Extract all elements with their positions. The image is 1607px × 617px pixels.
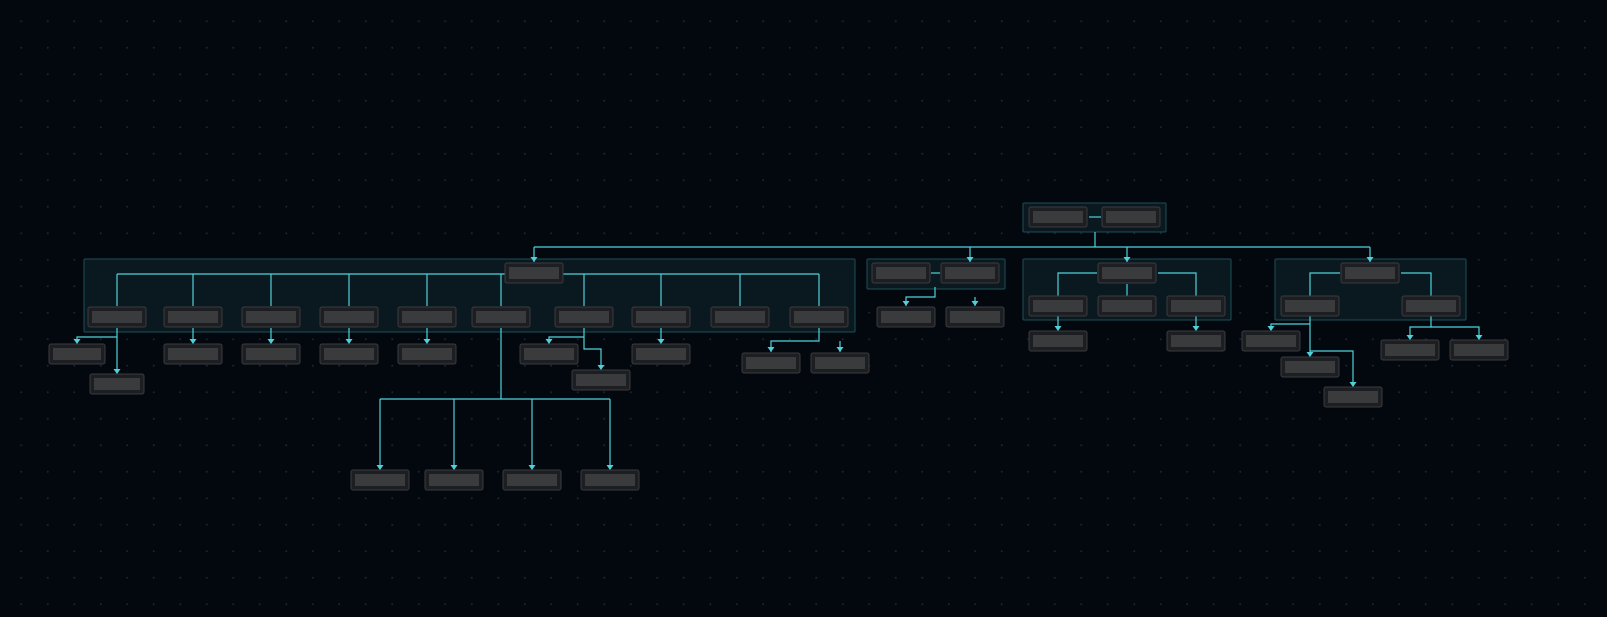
node-body: [576, 374, 626, 386]
arrow-head-icon: [73, 339, 81, 344]
node-body: [168, 311, 218, 323]
arrow-head-icon: [902, 301, 910, 306]
connector-edge: [1158, 272, 1197, 296]
arrow-head-icon: [423, 339, 431, 344]
node-body: [402, 348, 452, 360]
node-body: [324, 348, 374, 360]
node-body: [1033, 300, 1083, 312]
node-body: [402, 311, 452, 323]
node-body: [94, 378, 140, 390]
node-body: [246, 311, 296, 323]
arrow-head-icon: [530, 257, 538, 262]
node-body: [168, 348, 218, 360]
node-body: [636, 348, 686, 360]
connector-edge: [770, 328, 820, 352]
node-body: [324, 311, 374, 323]
node-body: [92, 311, 142, 323]
node-body: [1385, 344, 1435, 356]
arrow-head-icon: [1406, 335, 1414, 340]
arrow-head-icon: [376, 465, 384, 470]
node-body: [1285, 361, 1335, 373]
connector-edge: [76, 336, 117, 344]
arrow-head-icon: [767, 347, 775, 352]
arrow-head-icon: [528, 465, 536, 470]
node-body: [715, 311, 765, 323]
connector-edge: [1310, 350, 1354, 387]
arrow-head-icon: [606, 465, 614, 470]
node-body: [1033, 211, 1083, 223]
node-body: [246, 348, 296, 360]
node-body: [1285, 300, 1335, 312]
connector-edge: [905, 287, 936, 306]
node-body: [53, 348, 101, 360]
node-body: [881, 311, 931, 323]
node-body: [746, 357, 796, 369]
node-body: [1246, 335, 1296, 347]
node-body: [636, 311, 686, 323]
node-body: [355, 474, 405, 486]
node-body: [1328, 391, 1378, 403]
node-body: [1171, 335, 1221, 347]
connector-edge: [1309, 272, 1340, 296]
arrow-head-icon: [189, 339, 197, 344]
connector-edge: [1270, 323, 1310, 331]
node-body: [429, 474, 479, 486]
connector-edge: [1401, 272, 1432, 296]
arrow-head-icon: [545, 339, 553, 344]
node-body: [815, 357, 865, 369]
arrow-head-icon: [1366, 257, 1374, 262]
node-body: [1406, 300, 1456, 312]
connector-edge: [1057, 272, 1097, 296]
arrow-head-icon: [657, 339, 665, 344]
arrow-head-icon: [597, 365, 605, 370]
arrow-head-icon: [345, 339, 353, 344]
node-body: [1102, 300, 1152, 312]
node-body: [509, 267, 559, 279]
node-body: [559, 311, 609, 323]
arrow-head-icon: [450, 465, 458, 470]
arrow-head-icon: [1349, 382, 1357, 387]
arrow-head-icon: [971, 301, 979, 306]
arrow-head-icon: [1054, 326, 1062, 331]
arrow-head-icon: [1306, 352, 1314, 357]
connector-edge: [1431, 326, 1480, 340]
node-body: [507, 474, 557, 486]
node-body: [524, 348, 574, 360]
node-body: [1345, 267, 1395, 279]
arrow-head-icon: [113, 369, 121, 374]
connector-edge: [583, 337, 602, 370]
node-body: [476, 311, 526, 323]
node-body: [1106, 211, 1156, 223]
node-body: [1033, 335, 1083, 347]
connector-edge: [1409, 316, 1432, 340]
arrow-head-icon: [267, 339, 275, 344]
arrow-head-icon: [836, 347, 844, 352]
arrow-head-icon: [966, 257, 974, 262]
node-body: [876, 267, 926, 279]
node-body: [585, 474, 635, 486]
node-body: [950, 311, 1000, 323]
arrow-head-icon: [1267, 326, 1275, 331]
arrow-head-icon: [1192, 326, 1200, 331]
arrow-head-icon: [1475, 335, 1483, 340]
arrow-head-icon: [1123, 257, 1131, 262]
node-body: [1454, 344, 1504, 356]
node-body: [1171, 300, 1221, 312]
node-body: [1102, 267, 1152, 279]
node-body: [794, 311, 844, 323]
node-body: [945, 267, 995, 279]
